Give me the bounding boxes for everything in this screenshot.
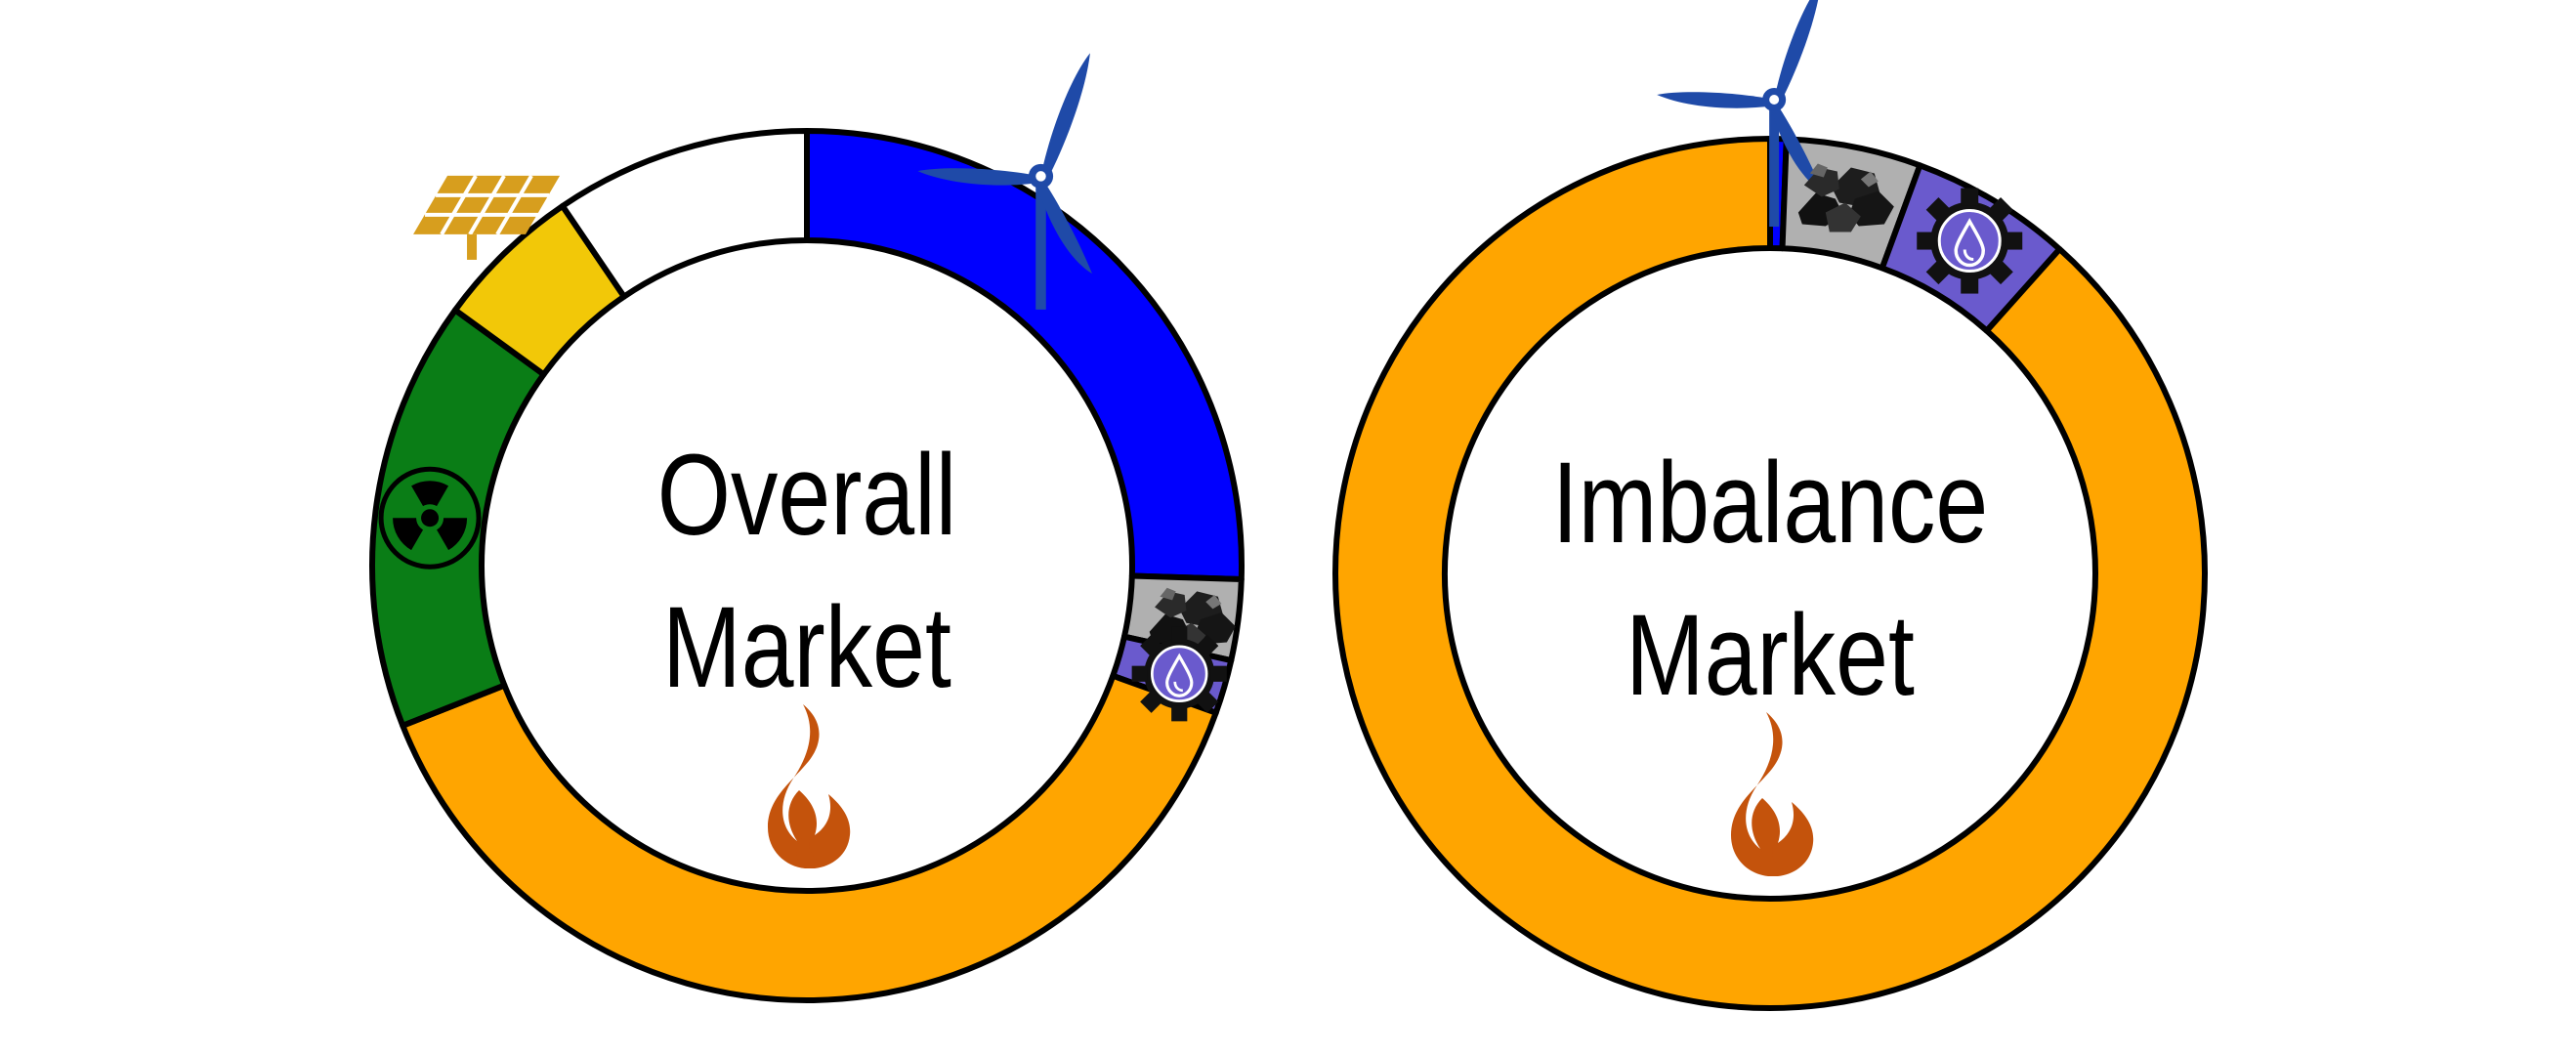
hydro-gear-icon [1130, 624, 1229, 723]
imbalance-market-label-line1: Imbalance [1552, 438, 1988, 567]
overall-market-label-line1: Overall [657, 430, 956, 559]
flame-icon [768, 704, 851, 868]
flame-icon [1731, 712, 1814, 876]
overall-market-label-line2: Market [662, 582, 951, 711]
slice-natural-gas [400, 672, 1219, 1003]
slice-natural-gas [1332, 136, 2208, 1011]
slice-nuclear [369, 307, 547, 729]
imbalance-market-label-line2: Market [1626, 590, 1915, 719]
hydro-gear-icon [1915, 186, 2024, 296]
slice-other [559, 128, 810, 300]
